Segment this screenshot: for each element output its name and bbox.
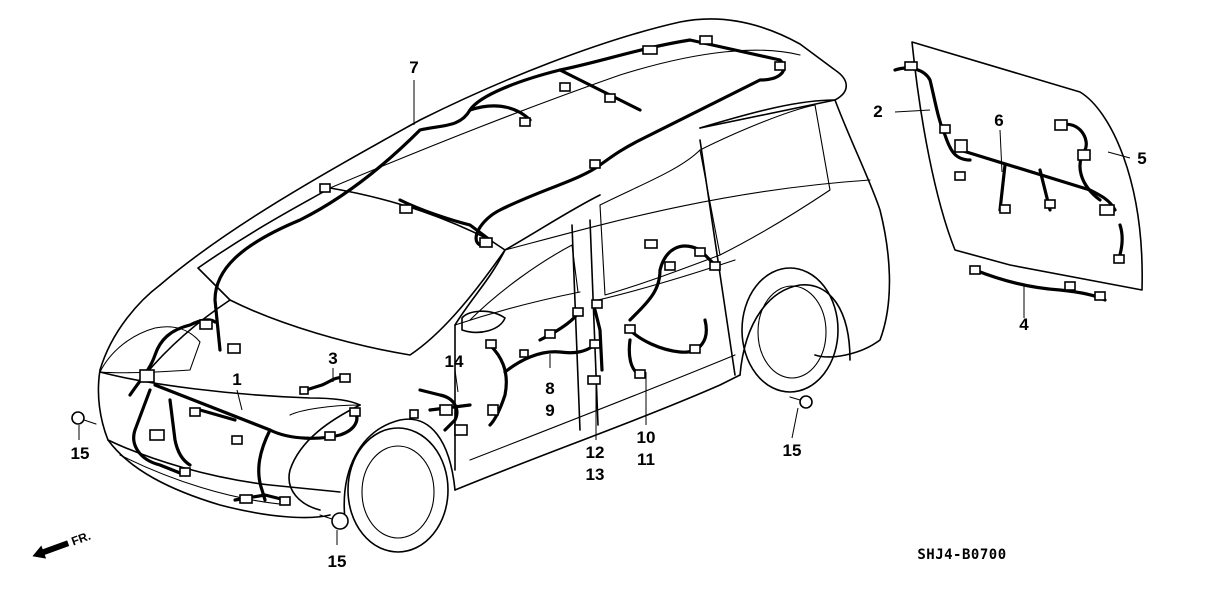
callout-11: 11 (637, 450, 655, 469)
tailgate-panel (911, 41, 1143, 291)
leader-lines (78, 80, 1131, 545)
callout-1: 1 (232, 370, 241, 389)
sliding-door-harness (624, 239, 721, 379)
fr-label: FR. (70, 529, 93, 549)
arrow-left-icon (32, 540, 70, 559)
callout-labels: 7 1 3 2 6 5 4 14 8 9 12 13 10 11 15 15 1… (71, 58, 1147, 571)
clip-parts (71, 395, 813, 530)
callout-9: 9 (545, 401, 554, 420)
callout-5: 5 (1137, 149, 1146, 168)
roof-harness (213, 35, 786, 354)
sub-harness-3 (299, 373, 351, 395)
callout-15-front: 15 (71, 444, 90, 463)
bolt-icon (71, 411, 97, 425)
floor-harness (409, 388, 472, 436)
callout-4: 4 (1019, 315, 1029, 334)
bolt-icon (789, 395, 813, 409)
pillar-harness (587, 299, 604, 385)
callout-14: 14 (445, 352, 464, 371)
van-body (97, 18, 891, 553)
callout-12: 12 (586, 443, 605, 462)
part-code: SHJ4-B0700 (917, 547, 1006, 563)
callout-6: 6 (994, 111, 1003, 130)
tailgate-harness (893, 61, 1125, 264)
callout-15-bottom: 15 (328, 552, 347, 571)
front-door-harness (485, 307, 601, 427)
callout-15-rear: 15 (783, 441, 802, 460)
callout-13: 13 (586, 465, 605, 484)
front-direction-indicator: FR. (32, 529, 93, 559)
engine-room-harness (128, 318, 361, 506)
callout-7: 7 (409, 58, 418, 77)
callout-8: 8 (545, 379, 554, 398)
rear-bumper-harness (969, 265, 1107, 302)
callout-2: 2 (873, 102, 882, 121)
callout-3: 3 (328, 349, 337, 368)
callout-10: 10 (637, 428, 656, 447)
bolt-icon (319, 512, 349, 530)
